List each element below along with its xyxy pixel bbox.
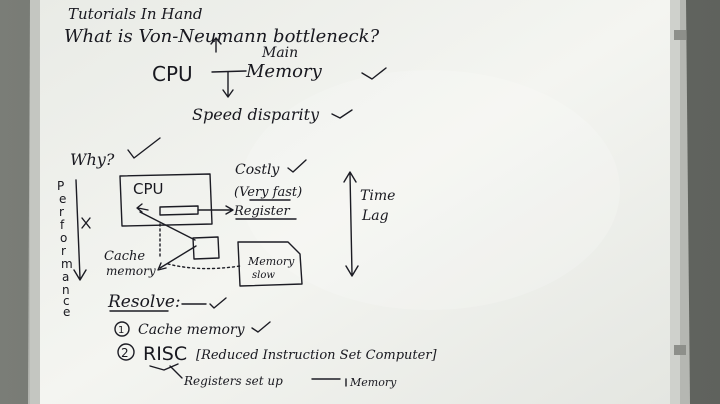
- register-arrow: [197, 205, 234, 215]
- cache-label-line2: memory: [106, 264, 156, 278]
- register-to-cpu-arrow: [136, 203, 149, 213]
- performance-letter: o: [60, 231, 67, 245]
- whiteboard: [38, 0, 676, 404]
- performance-vertical-text: P e r f o r m a n c e: [57, 179, 73, 319]
- item1-number: 1: [118, 325, 124, 336]
- cache-label-line1: Cache: [104, 249, 145, 264]
- performance-letter: r: [59, 205, 64, 219]
- item2-full: [Reduced Instruction Set Computer]: [196, 348, 438, 363]
- dash-check-icon: [181, 297, 227, 309]
- cache-to-cpu-line: [139, 211, 196, 241]
- performance-letter: e: [63, 305, 70, 319]
- board-frame-right: [670, 0, 680, 404]
- top-main-label: Main: [261, 45, 298, 61]
- check-mark-icon: [331, 109, 353, 119]
- frame-clip-top: [674, 30, 686, 40]
- item2-abbr: RISC: [143, 343, 187, 365]
- lag-label: Lag: [361, 208, 389, 224]
- costly-label: Costly: [235, 162, 280, 178]
- why-label: Why?: [70, 150, 115, 169]
- registers-setup-label: Registers set up: [183, 374, 283, 388]
- time-label: Time: [360, 188, 395, 204]
- memory-box: [237, 241, 303, 287]
- number-circle: [114, 321, 130, 337]
- cache-box: [192, 236, 220, 260]
- check-mark-icon: [127, 137, 161, 159]
- item1-label: Cache memory: [138, 322, 246, 338]
- check-mark-icon: [361, 67, 387, 80]
- x-mark-icon: [81, 217, 91, 229]
- top-cpu-label: CPU: [152, 62, 193, 86]
- cpu-box-label: CPU: [133, 180, 164, 198]
- register-label: Register: [233, 204, 291, 219]
- number-circle: [117, 343, 135, 361]
- glare: [240, 70, 620, 310]
- check-mark-icon: [251, 321, 271, 333]
- cache-label-arrow: [157, 245, 197, 271]
- item2-number: 2: [121, 346, 129, 360]
- performance-letter: n: [62, 283, 70, 297]
- memory-box-line2: slow: [252, 270, 275, 281]
- question-title: What is Von-Neumann bottleneck?: [64, 26, 380, 47]
- cpu-box: [119, 173, 213, 227]
- memory-arrow-label: Memory: [349, 376, 397, 389]
- board-frame-left: [30, 0, 40, 404]
- dotted-curve: [167, 263, 241, 270]
- very-fast-label: (Very fast): [234, 185, 302, 200]
- register-rect: [159, 205, 199, 216]
- check-mark-icon: [149, 363, 179, 371]
- risc-pointer: [169, 365, 183, 379]
- down-arrow-icon: [73, 179, 87, 281]
- performance-letter: a: [62, 270, 69, 284]
- top-memory-label: Memory: [245, 61, 323, 82]
- speed-disparity-label: Speed disparity: [192, 105, 320, 124]
- registers-arrow: [311, 378, 347, 387]
- top-connector-arrows: [210, 37, 247, 98]
- time-lag-arrow-icon: [343, 171, 359, 277]
- resolve-title: Resolve:: [107, 292, 181, 312]
- frame-clip-bottom: [674, 345, 686, 355]
- check-mark-icon: [287, 159, 307, 173]
- performance-letter: c: [63, 294, 70, 308]
- performance-letter: m: [61, 257, 73, 271]
- performance-letter: P: [57, 179, 64, 193]
- channel-title: Tutorials In Hand: [68, 5, 203, 23]
- performance-letter: e: [59, 192, 66, 206]
- memory-box-line1: Memory: [247, 255, 295, 268]
- performance-letter: r: [61, 244, 66, 258]
- performance-letter: f: [60, 218, 65, 232]
